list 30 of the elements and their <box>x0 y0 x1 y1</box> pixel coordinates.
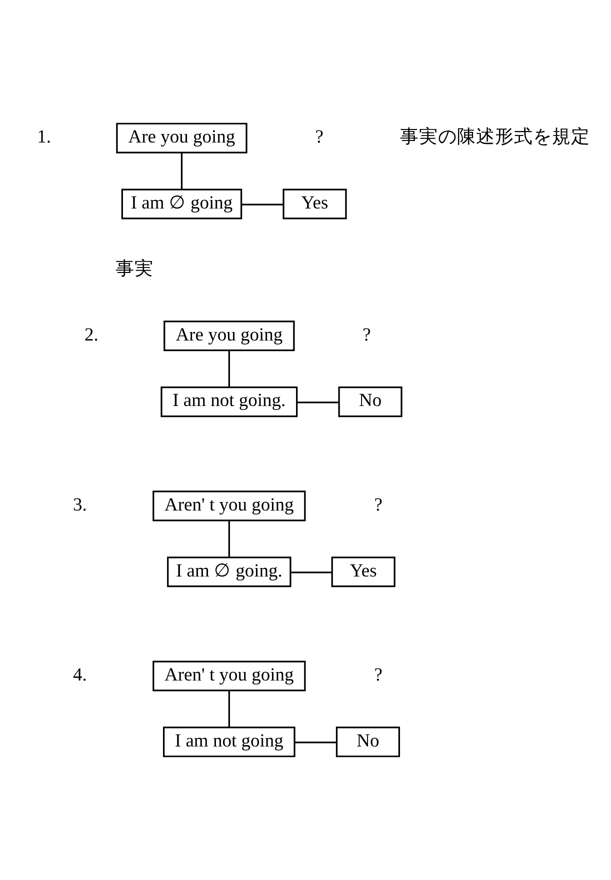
connector <box>242 204 284 206</box>
connector <box>290 572 332 574</box>
connector <box>294 742 336 744</box>
label: ? <box>362 325 371 346</box>
label: 1. <box>37 127 52 148</box>
connector <box>297 402 339 404</box>
node-box: I am not going. <box>160 386 298 418</box>
label: 2. <box>84 325 98 346</box>
label: 3. <box>72 495 87 516</box>
node-box: Are you going <box>116 122 248 154</box>
label: ? <box>315 127 324 148</box>
node-box: No <box>336 726 400 758</box>
label: ? <box>374 665 382 686</box>
connector <box>228 350 230 388</box>
node-box: Aren' t you going <box>152 490 306 522</box>
node-label: 事実 <box>115 259 154 280</box>
node-box: I am ∅ going. <box>167 556 292 588</box>
label: ? <box>374 495 382 516</box>
node-box: I am ∅ going <box>121 188 242 220</box>
node-box: Yes <box>331 556 396 588</box>
connector <box>180 152 183 190</box>
connector <box>228 690 230 728</box>
label: 事実の陳述形式を規定 <box>400 127 590 148</box>
connector <box>228 520 230 558</box>
node-box: I am not going <box>162 726 296 758</box>
node-box: Are you going <box>164 320 295 352</box>
node-box: Aren' t you going <box>152 660 306 692</box>
label: 4. <box>72 665 87 686</box>
node-box: No <box>338 386 402 418</box>
node-box: Yes <box>282 188 347 220</box>
